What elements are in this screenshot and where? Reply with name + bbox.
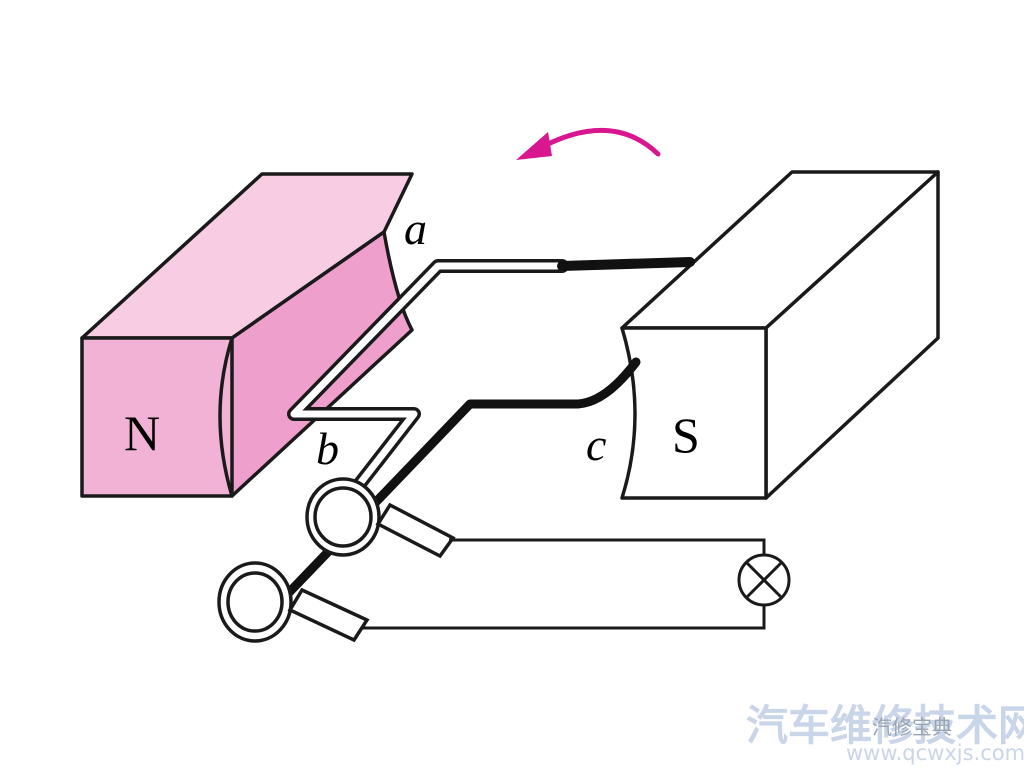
armature-coil-black bbox=[273, 257, 695, 609]
slip-ring-lower bbox=[217, 561, 370, 643]
armature-coil-white bbox=[287, 259, 569, 493]
watermark-url: www.qcwxjs.com bbox=[846, 741, 1024, 765]
north-pole-label: N bbox=[124, 405, 160, 461]
south-pole-label: S bbox=[672, 407, 700, 463]
north-magnet bbox=[80, 172, 414, 498]
rotation-arrow-icon bbox=[516, 128, 661, 160]
lamp-symbol-icon bbox=[737, 553, 791, 607]
circuit-wire-top bbox=[449, 538, 766, 555]
south-magnet bbox=[620, 170, 940, 500]
external-circuit bbox=[362, 538, 766, 630]
circuit-wire-bottom bbox=[362, 603, 766, 630]
watermark-account: 汽修宝典 bbox=[872, 715, 952, 739]
brush-upper bbox=[375, 502, 456, 559]
north-magnet-front-face bbox=[80, 336, 234, 498]
point-a-label: a bbox=[404, 203, 427, 254]
point-b-label: b bbox=[316, 423, 339, 474]
watermark: 汽车维修技术网 汽修宝典 www.qcwxjs.com bbox=[746, 701, 1024, 765]
point-c-label: c bbox=[586, 419, 606, 470]
brush-lower bbox=[287, 587, 370, 643]
south-magnet-front-face bbox=[620, 326, 768, 500]
slip-ring-upper bbox=[305, 477, 456, 559]
watermark-main-text: 汽车维修技术网 bbox=[746, 701, 1024, 750]
